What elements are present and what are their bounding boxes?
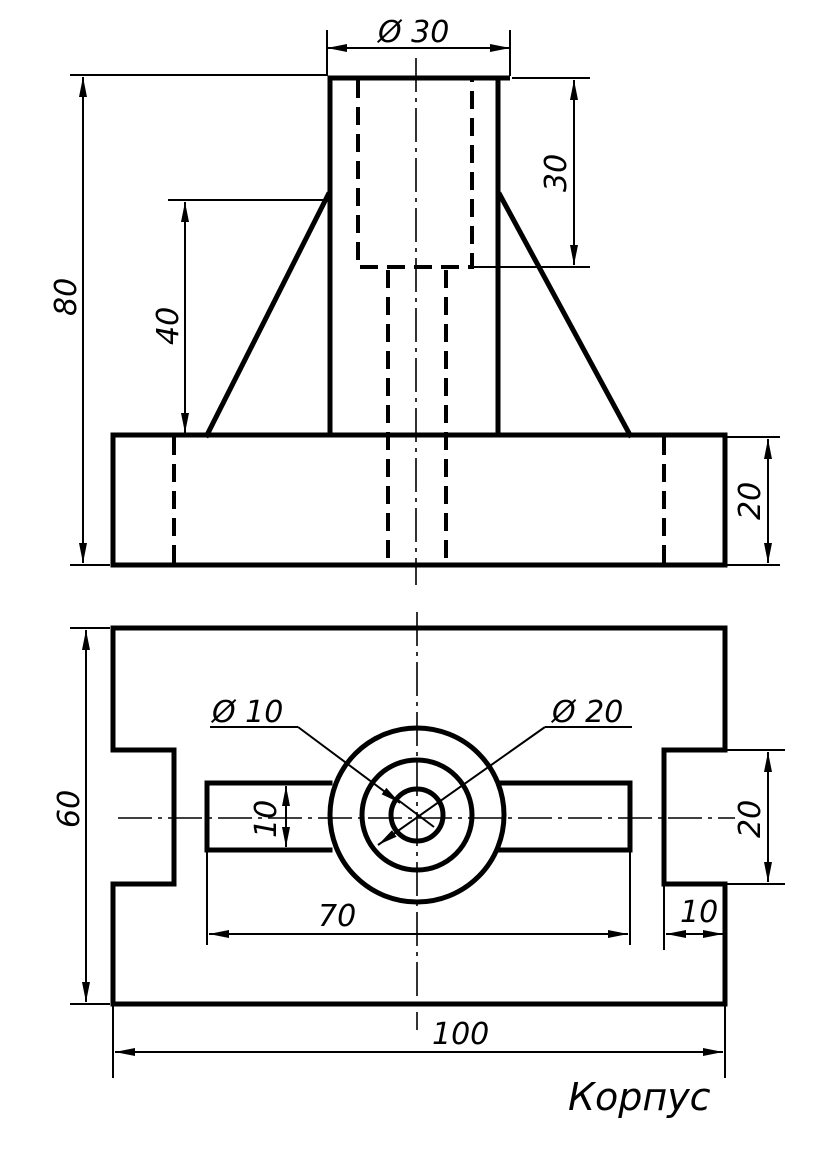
front-dimensions: Ø 30 30 80 40 20: [49, 15, 780, 566]
left-rib-line: [203, 191, 332, 439]
dim-small-hole: Ø 10: [210, 695, 283, 730]
dim-plan-depth: 60: [52, 790, 87, 828]
leader-small-hole: [297, 726, 401, 804]
right-rib-line: [496, 191, 634, 439]
dim-bore-depth: 30: [539, 154, 574, 192]
dim-overall-height: 80: [49, 278, 84, 316]
drawing-title: Корпус: [568, 1075, 711, 1119]
top-dimensions: 60 Ø 10 Ø 20 10 20 70 10 100: [52, 627, 785, 1078]
dim-rib-height: 40: [151, 307, 186, 345]
hidden-bore: [356, 80, 474, 269]
dim-top-diameter: Ø 30: [376, 15, 449, 50]
dim-overall-width: 100: [432, 1017, 489, 1052]
slot-left: [204, 780, 333, 853]
slot-right: [497, 780, 633, 853]
front-view: [110, 58, 728, 585]
dim-notch-width: 20: [733, 800, 768, 838]
dim-notch-depth: 10: [680, 895, 718, 930]
dim-base-thickness: 20: [733, 482, 768, 520]
dim-boss-diameter: Ø 20: [550, 695, 623, 730]
top-view: [110, 612, 735, 1030]
front-base-outline: [110, 432, 728, 568]
top-plate-outline: [110, 625, 728, 1007]
leader-boss: [377, 726, 546, 846]
front-cylinder-outline: [327, 75, 510, 438]
dim-slot-width: 10: [249, 800, 284, 838]
dim-slot-length: 70: [318, 899, 356, 934]
